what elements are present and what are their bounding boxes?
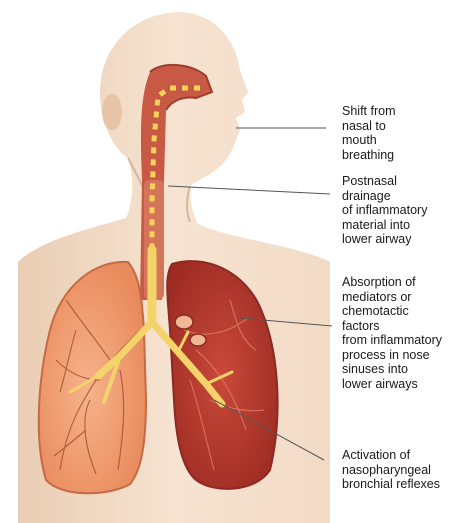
label-reflex-activation: Activation of nasopharyngeal bronchial r… (342, 448, 440, 492)
label-postnasal-drainage: Postnasal drainage of inflammatory mater… (342, 174, 427, 247)
label-mediator-absorption: Absorption of mediators or chemotactic f… (342, 275, 442, 391)
label-mouth-breathing: Shift from nasal to mouth breathing (342, 104, 396, 162)
